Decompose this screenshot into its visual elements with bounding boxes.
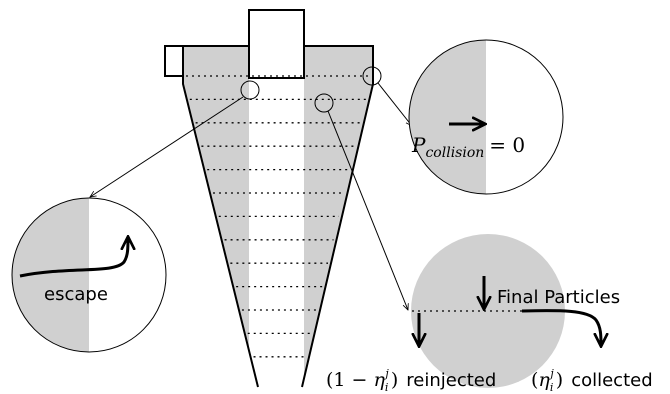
collected-eta: η	[538, 369, 550, 391]
collected-sup: j	[547, 367, 554, 380]
p-collision-subscript: collision	[425, 145, 484, 161]
escape-label: escape	[44, 284, 108, 305]
escape-trajectory-arrow	[19, 238, 128, 278]
arrow-to-escape-detail	[90, 96, 244, 197]
vortex-finder	[248, 9, 305, 79]
collision-detail: Final Particles	[411, 234, 620, 388]
arrow-to-collision-detail	[327, 110, 408, 310]
collected-close: )	[556, 369, 563, 391]
wall-detail: Pcollision = 0	[408, 39, 564, 195]
inlet-duct	[164, 45, 184, 77]
reinjected-sub: i	[385, 381, 389, 394]
cyclone-right-wall	[301, 45, 374, 388]
escape-detail-shaded-half	[12, 198, 89, 352]
p-collision-symbol: P	[411, 133, 426, 157]
reinjected-close: )	[391, 369, 398, 391]
p-collision-label: Pcollision = 0	[411, 133, 525, 161]
cyclone-body	[164, 9, 374, 388]
collected-word: collected	[571, 370, 652, 391]
reinjected-label: (1 − ηij) reinjected	[326, 367, 496, 394]
final-particles-label: Final Particles	[497, 287, 620, 308]
reinjected-open: (1 −	[326, 369, 374, 391]
wall-detail-shaded-half	[409, 40, 486, 194]
collected-open: (	[531, 369, 538, 391]
reinjected-word: reinjected	[406, 370, 496, 391]
arrow-to-wall-detail	[377, 82, 412, 126]
p-collision-rhs: = 0	[489, 133, 525, 157]
escape-detail-outline	[11, 197, 167, 353]
collision-detail-disc	[411, 234, 565, 388]
collected-trajectory-arrow	[521, 309, 601, 345]
collected-label: (ηij) collected	[531, 367, 653, 394]
height-level-lines	[186, 75, 370, 358]
sample-circle-wall	[362, 66, 382, 86]
reinjected-sup: j	[382, 367, 389, 380]
sample-circle-collision	[314, 93, 334, 113]
sample-circle-escape	[240, 80, 260, 100]
reinjected-eta: η	[374, 369, 386, 391]
cyclone-left-cone	[182, 46, 259, 388]
wall-detail-outline	[408, 39, 564, 195]
collected-sub: i	[550, 381, 554, 394]
cyclone-core	[249, 46, 304, 387]
escape-detail: escape	[11, 197, 167, 353]
